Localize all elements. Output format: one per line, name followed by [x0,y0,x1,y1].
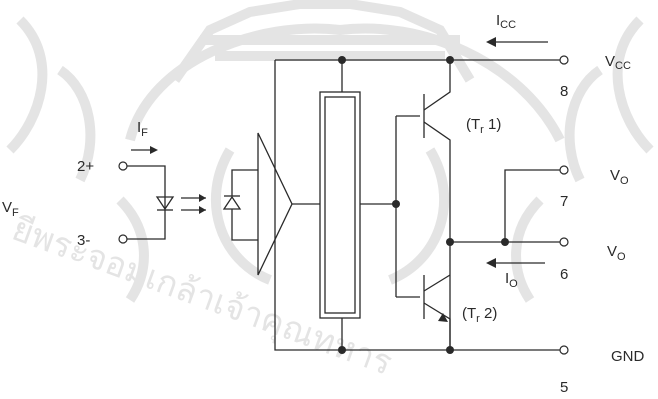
terminal-pin-8 [559,55,569,65]
label-vf: VF [2,199,19,219]
label-vcc: VCC [605,53,631,72]
pin-number-5: 5 [560,379,568,396]
led-diode [155,196,175,211]
interface-block-outer [319,91,361,319]
pin-number-8: 8 [560,83,568,100]
label-vo-top: VO [610,167,629,187]
terminal-pin-6 [559,237,569,247]
if-arrow [131,146,158,154]
watermark-text: ยีพระจอมเกล้าเจ้าคุณทหาร [7,209,397,384]
pin-number-7: 7 [560,193,568,210]
interface-block-inner [324,96,356,314]
input-terminal-3 [118,234,128,244]
pin-number-6: 6 [560,266,568,283]
input-led-section [118,161,258,244]
watermark-seal: ยีพระจอมเกล้าเจ้าคุณทหาร [6,0,654,384]
label-vo-bottom: VO [607,243,626,263]
pin-label-2-plus: 2+ [77,158,94,175]
label-icc: ICC [496,12,516,31]
io-arrow [486,258,545,268]
photodiode [222,195,242,210]
pin-label-3-minus: 3- [77,232,90,249]
label-if: IF [137,119,148,139]
output-stage [360,56,560,354]
icc-arrow [486,37,548,47]
terminal-pin-7 [559,165,569,175]
input-terminal-2 [118,161,128,171]
label-gnd: GND [611,348,645,365]
label-io: IO [505,270,518,290]
label-tr1: (Tr 1) [466,116,501,136]
supply-rails [274,56,560,354]
light-emission-arrows [181,194,206,214]
terminal-pin-5 [559,345,569,355]
label-tr2: (Tr 2) [462,305,497,325]
